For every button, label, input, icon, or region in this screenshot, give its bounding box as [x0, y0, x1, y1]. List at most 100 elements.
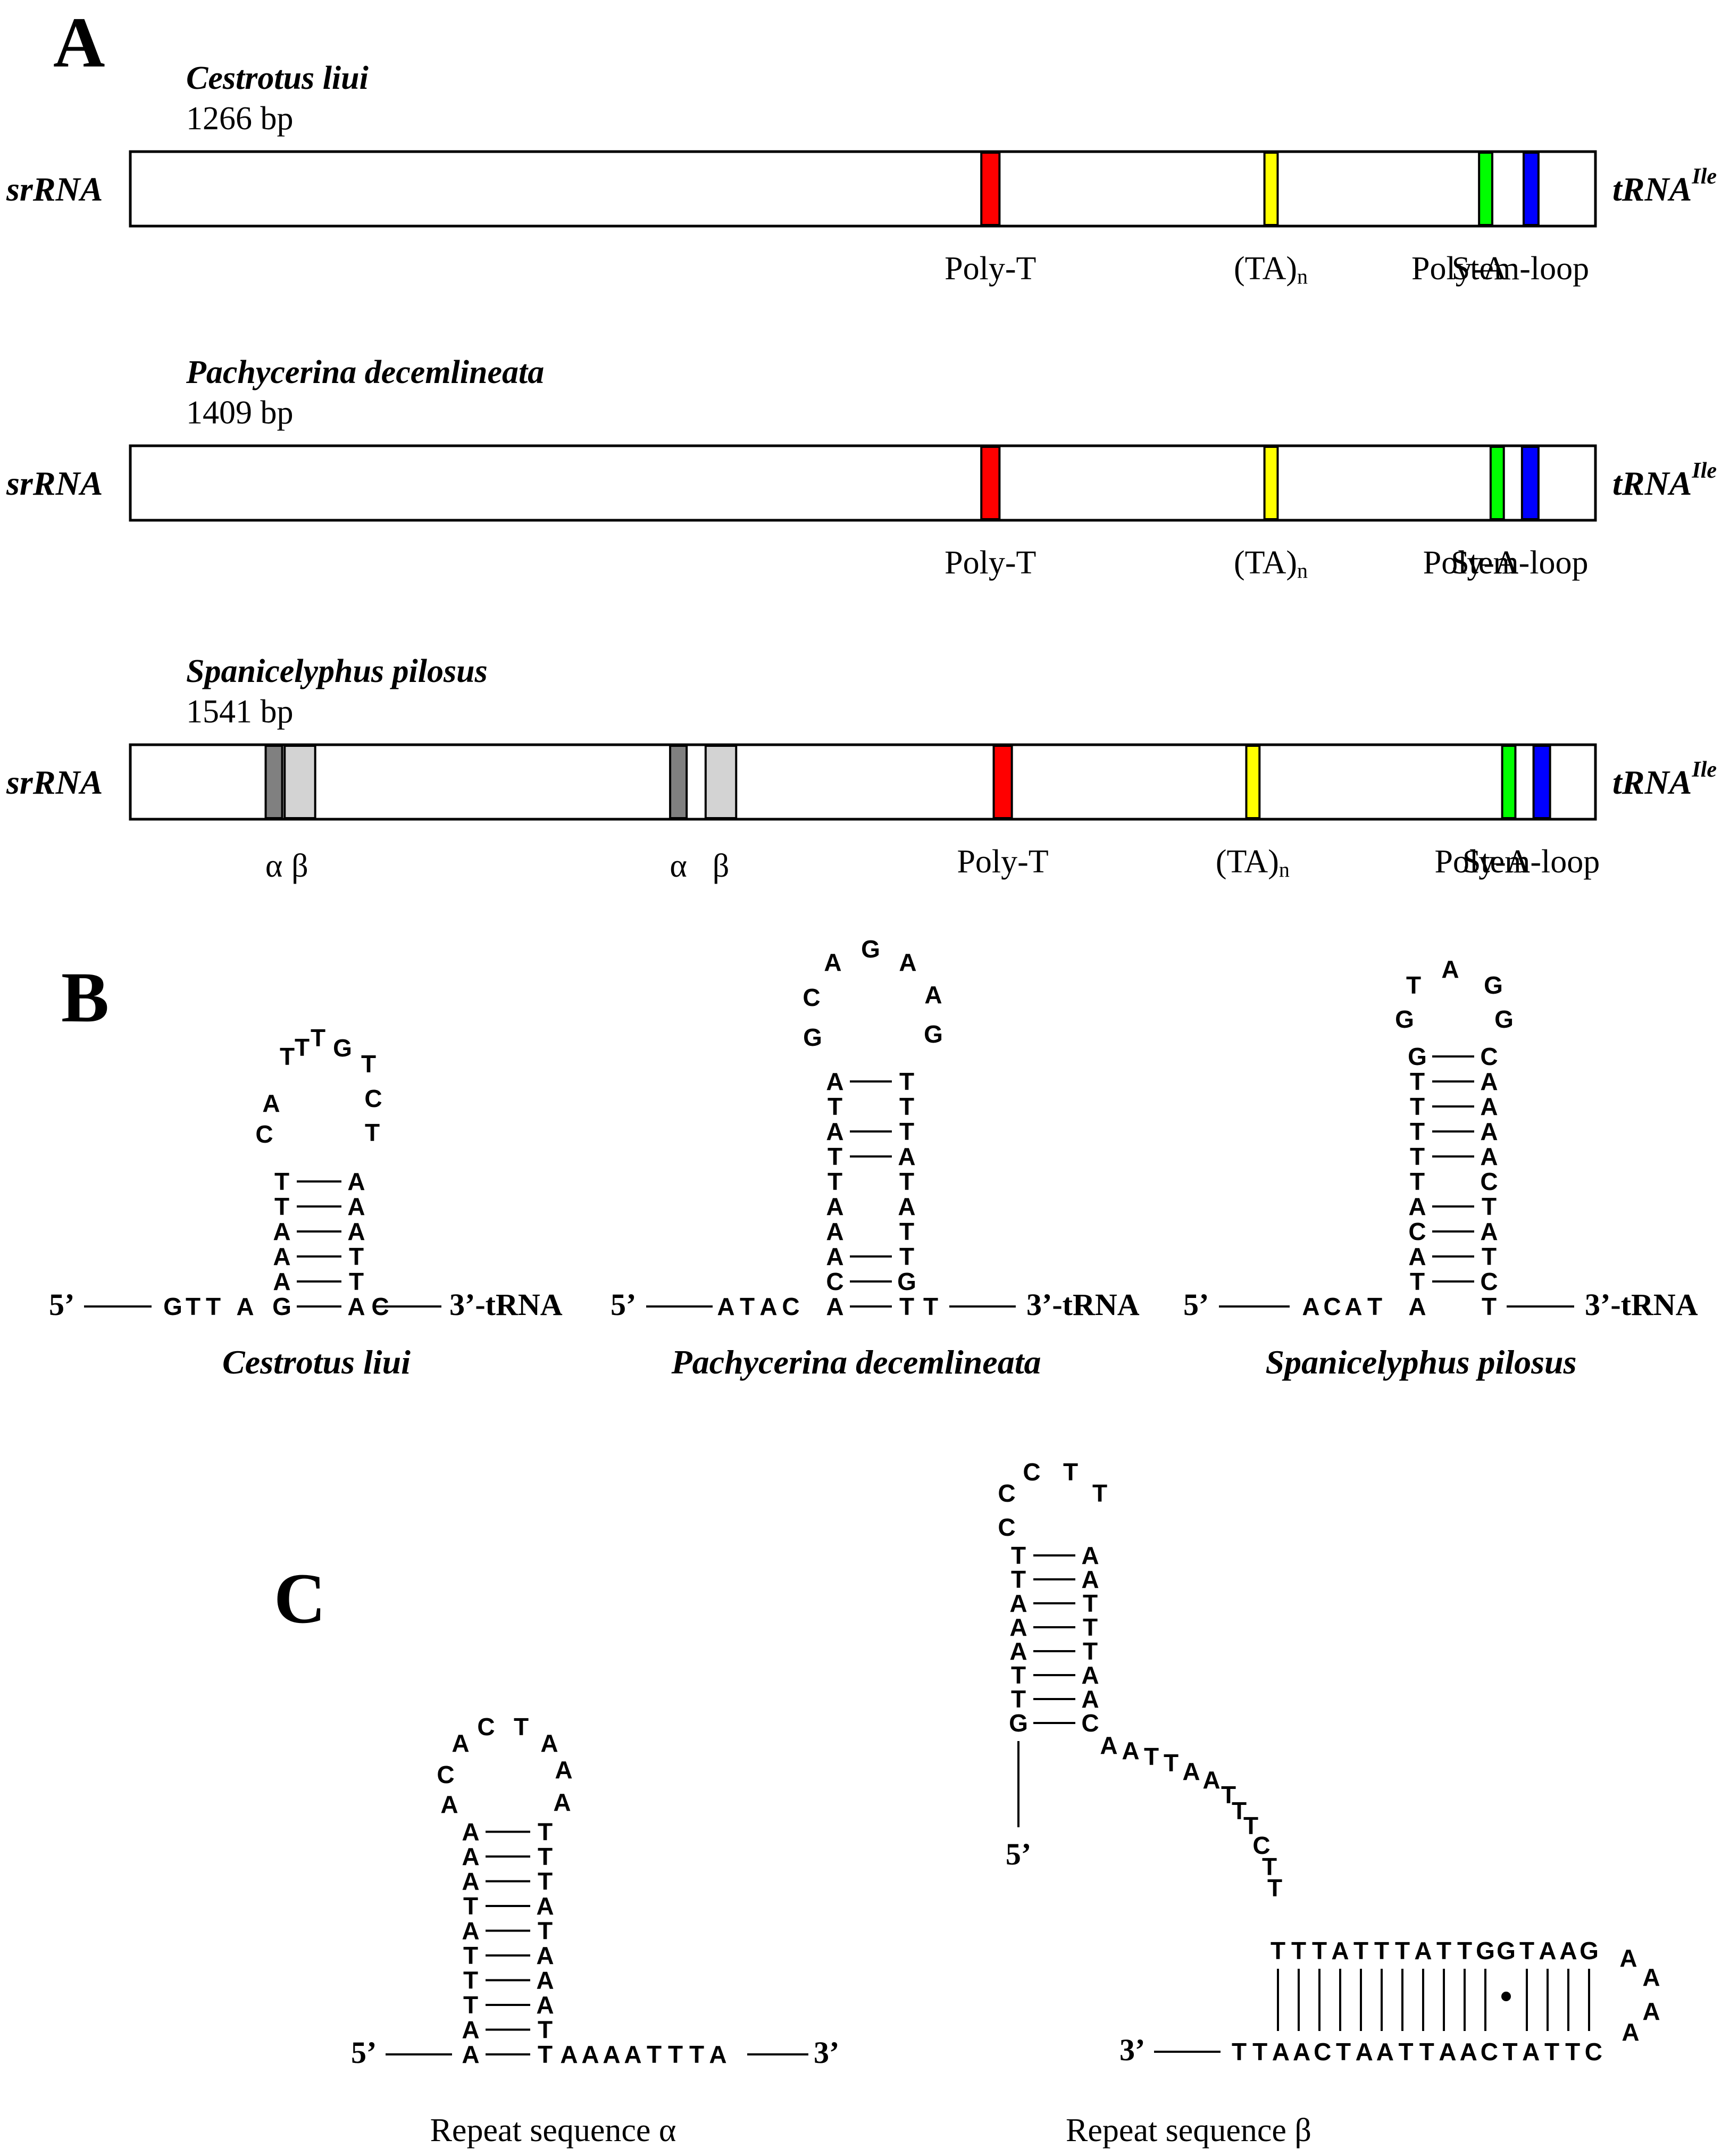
sequence-length: 1266 bp — [186, 101, 294, 137]
nucleotide: C — [1480, 1168, 1498, 1195]
nucleotide: A — [1439, 2038, 1456, 2066]
nucleotide: T — [538, 2016, 553, 2044]
nucleotide: T — [1221, 1781, 1236, 1809]
nucleotide: T — [1482, 1243, 1497, 1270]
nucleotide: A — [555, 1756, 572, 1784]
nucleotide: A — [924, 981, 942, 1009]
five-prime-label: 5’ — [1006, 1837, 1031, 1871]
nucleotide: A — [347, 1293, 365, 1320]
nucleotide: T — [923, 1293, 938, 1320]
feature-label: α — [265, 848, 282, 884]
feature-block — [1263, 446, 1279, 520]
nucleotide: C — [998, 1479, 1015, 1507]
nucleotide: A — [581, 2041, 599, 2068]
nucleotide: T — [1410, 1068, 1425, 1095]
nucleotide: C — [364, 1085, 382, 1112]
nucleotide: T — [1367, 1293, 1382, 1320]
nucleotide: T — [1353, 1937, 1368, 1964]
feature-label: Poly-T — [945, 251, 1036, 287]
nucleotide: A — [1376, 2038, 1394, 2066]
nucleotide: T — [1083, 1613, 1098, 1641]
nucleotide: A — [462, 2041, 479, 2068]
feature-block — [1532, 745, 1551, 819]
right-end-label: tRNAIle — [1612, 459, 1717, 502]
nucleotide: C — [1480, 1043, 1498, 1070]
nucleotide: A — [826, 1118, 843, 1145]
nucleotide: C — [1481, 2038, 1498, 2066]
nucleotide: A — [709, 2041, 726, 2068]
nucleotide: T — [899, 1093, 914, 1120]
nucleotide: T — [463, 1892, 478, 1920]
repeat-caption: Repeat sequence α — [430, 2112, 676, 2149]
nucleotide: G — [861, 935, 880, 963]
nucleotide: G — [1476, 1937, 1495, 1964]
feature-label: Stem-loop — [1451, 545, 1588, 581]
superscript: Ile — [1691, 757, 1717, 782]
nucleotide: T — [295, 1034, 310, 1061]
nucleotide: G — [897, 1268, 916, 1295]
nucleotide: A — [553, 1788, 571, 1816]
nucleotide: A — [1408, 1193, 1426, 1220]
nucleotide: A — [1408, 1243, 1426, 1270]
nucleotide: T — [1482, 1193, 1497, 1220]
nucleotide: T — [1419, 2038, 1434, 2066]
left-end-label: srRNA — [6, 763, 103, 801]
species-caption: Pachycerina decemlineata — [671, 1343, 1041, 1381]
three-prime-label: 3’-tRNA — [1026, 1287, 1140, 1322]
nucleotide: A — [347, 1193, 365, 1220]
nucleotide: G — [1009, 1709, 1028, 1737]
map-bar — [129, 150, 1597, 228]
three-prime-label: 3’-tRNA — [1585, 1287, 1698, 1322]
nucleotide: T — [349, 1243, 364, 1270]
nucleotide: T — [899, 1068, 914, 1095]
nucleotide: A — [1642, 1963, 1660, 1991]
nucleotide: G — [1484, 971, 1503, 999]
nucleotide: T — [463, 1967, 478, 1994]
nucleotide: A — [898, 1143, 915, 1170]
nucleotide: T — [1544, 2038, 1559, 2066]
nucleotide: A — [826, 1218, 843, 1245]
nucleotide: T — [1063, 1458, 1078, 1486]
nucleotide: T — [1232, 1797, 1247, 1825]
nucleotide: A — [624, 2041, 641, 2068]
nucleotide: G — [1408, 1043, 1427, 1070]
nucleotide: A — [440, 1791, 458, 1818]
nucleotide: C — [782, 1293, 799, 1320]
nucleotide: A — [1009, 1589, 1027, 1617]
nucleotide: A — [1081, 1661, 1099, 1689]
nucleotide: C — [1081, 1709, 1099, 1737]
nucleotide: T — [1232, 2038, 1247, 2066]
nucleotide: T — [899, 1118, 914, 1145]
nucleotide: G — [333, 1034, 352, 1062]
nucleotide: A — [1539, 1937, 1556, 1964]
nucleotide: C — [437, 1761, 454, 1788]
nucleotide: T — [1410, 1268, 1425, 1295]
nucleotide: A — [1480, 1068, 1498, 1095]
feature-block — [992, 745, 1013, 819]
feature-label: Poly-A — [1411, 251, 1507, 287]
nucleotide: T — [668, 2041, 683, 2068]
nucleotide: A — [603, 2041, 620, 2068]
feature-label: β — [713, 848, 730, 884]
subscript: n — [1297, 264, 1308, 288]
subscript: n — [1297, 559, 1308, 582]
nucleotide: T — [1482, 1293, 1497, 1320]
nucleotide: A — [824, 948, 841, 976]
repeat-caption: Repeat sequence β — [1066, 2112, 1311, 2149]
species-name: Cestrotus liui — [186, 60, 369, 96]
nucleotide: A — [262, 1089, 280, 1117]
nucleotide: T — [1092, 1479, 1107, 1507]
nucleotide: G — [924, 1020, 943, 1048]
feature-label: Poly-T — [957, 844, 1048, 880]
nucleotide: A — [1356, 2038, 1373, 2066]
nucleotide: A — [1480, 1118, 1498, 1145]
nucleotide: T — [538, 1917, 553, 1945]
nucleotide: A — [536, 1892, 554, 1920]
nucleotide: C — [826, 1268, 843, 1295]
feature-block — [704, 745, 738, 819]
nucleotide: T — [349, 1268, 364, 1295]
nucleotide: A — [1100, 1732, 1117, 1759]
